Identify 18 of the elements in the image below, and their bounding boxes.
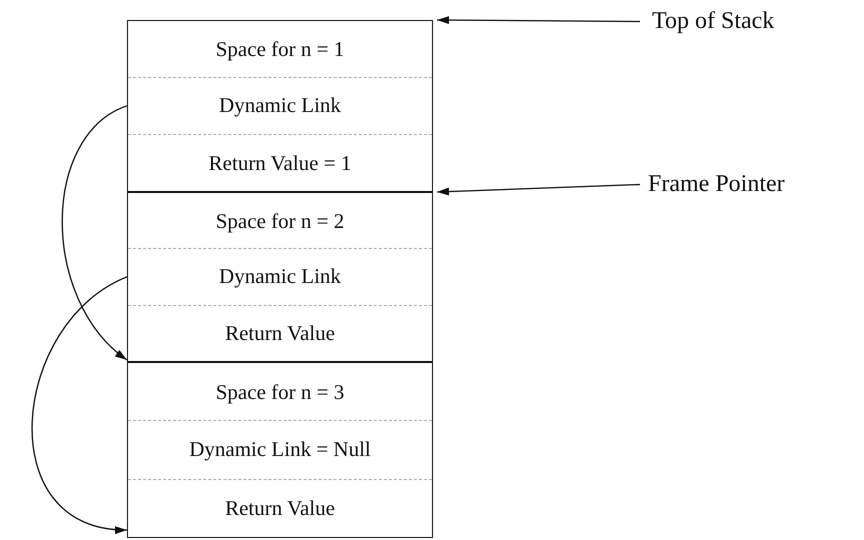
slot-label: Dynamic Link = Null bbox=[189, 437, 371, 462]
stack-frame bbox=[127, 20, 433, 192]
arrow bbox=[437, 16, 640, 24]
slot-label: Return Value = 1 bbox=[208, 150, 352, 176]
slot-label: Space for n = 2 bbox=[216, 208, 344, 234]
stack-frame bbox=[127, 362, 433, 538]
slot-label: Dynamic Link bbox=[219, 264, 341, 290]
pointer-label: Frame Pointer bbox=[648, 171, 785, 198]
slot-label: Space for n = 3 bbox=[216, 380, 344, 405]
curved-arrow bbox=[62, 104, 128, 360]
slot-label: Dynamic Link bbox=[219, 93, 341, 118]
pointer-label: Top of Stack bbox=[652, 8, 774, 35]
slot-label: Return Value bbox=[225, 321, 335, 346]
stack-frame bbox=[127, 192, 433, 362]
arrow bbox=[436, 184, 640, 196]
curved-arrow bbox=[32, 276, 128, 533]
slot-label: Return Value bbox=[225, 496, 335, 522]
slot-label: Space for n = 1 bbox=[216, 37, 344, 62]
